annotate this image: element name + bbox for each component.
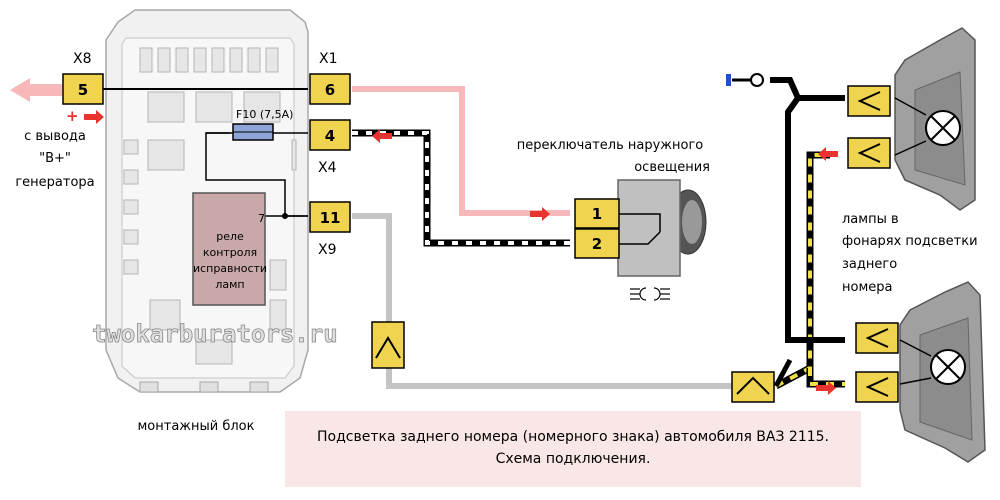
light-switch: 1 2: [574, 179, 707, 301]
wire-ground: [770, 77, 845, 101]
current-direction-arrows: [84, 110, 838, 395]
connector-x1-label: X1: [319, 51, 338, 67]
lamps-label-line2: фонарях подсветки: [842, 234, 978, 249]
lamps-label-line1: лампы в: [842, 212, 899, 227]
connector-x9-label: X9: [318, 242, 337, 258]
switch-label-line2: освещения: [634, 160, 710, 175]
lamp-connector-lower-2: [855, 371, 899, 403]
pin-x8-label: 5: [78, 81, 88, 99]
switch-pin2-label: 2: [592, 235, 602, 253]
pin-x4-label: 4: [325, 127, 335, 145]
lamp-relay: 7 реле контроля исправности ламп: [192, 192, 267, 306]
lamps-label-line4: номера: [842, 280, 892, 295]
generator-label-line3: генератора: [15, 175, 94, 190]
relay-label-line4: ламп: [215, 278, 244, 291]
lamps-label-line3: заднего: [842, 257, 897, 272]
harness-connector-mid: [371, 321, 405, 369]
wire-gray: [352, 213, 732, 389]
plus-sign: +: [66, 107, 79, 125]
connector-x8-label: X8: [73, 51, 92, 67]
caption-line1: Подсветка заднего номера (номерного знак…: [317, 429, 829, 445]
switch-label-line1: переключатель наружного: [517, 138, 704, 153]
harness-connector-rear: [731, 371, 775, 403]
pin-x9-label: 11: [320, 209, 341, 227]
connector-x4-label: X4: [318, 160, 337, 176]
caption-box: Подсветка заднего номера (номерного знак…: [285, 411, 861, 487]
caption-line2: Схема подключения.: [495, 451, 651, 467]
generator-label-line1: с вывода: [24, 129, 86, 144]
fuse-label: F10 (7,5A): [236, 108, 293, 121]
lamp-connector-lower-1: [855, 322, 899, 354]
relay-label-line3: исправности: [193, 262, 267, 275]
generator-label-line2: "В+": [39, 151, 71, 166]
light-icon: [630, 287, 670, 301]
block-label: монтажный блок: [138, 419, 255, 434]
connector-x4-pin: 4: [309, 119, 351, 151]
wire-pink: [352, 86, 570, 216]
switch-pin1-label: 1: [592, 205, 602, 223]
relay-label-line1: реле: [216, 230, 244, 243]
relay-label-line2: контроля: [203, 246, 257, 259]
connector-x8-pin: 5: [62, 73, 104, 105]
lamp-housing-upper: [894, 27, 976, 211]
lamp-connector-upper-1: [847, 85, 891, 117]
relay-pin-label: 7: [258, 212, 265, 225]
pin-x1-label: 6: [325, 81, 335, 99]
lamp-connector-upper-2: [847, 137, 891, 169]
connector-x1-pin: 6: [309, 73, 351, 105]
wire-yellow-black: [774, 151, 830, 390]
ground-terminal-icon: [726, 74, 731, 86]
lamp-housing-lower: [899, 281, 986, 463]
generator-output-arrow: [10, 78, 62, 102]
connector-x9-pin: 11: [309, 201, 351, 233]
fuse-f10: F10 (7,5A): [206, 108, 293, 141]
watermark: twokarburators.ru: [92, 320, 338, 348]
